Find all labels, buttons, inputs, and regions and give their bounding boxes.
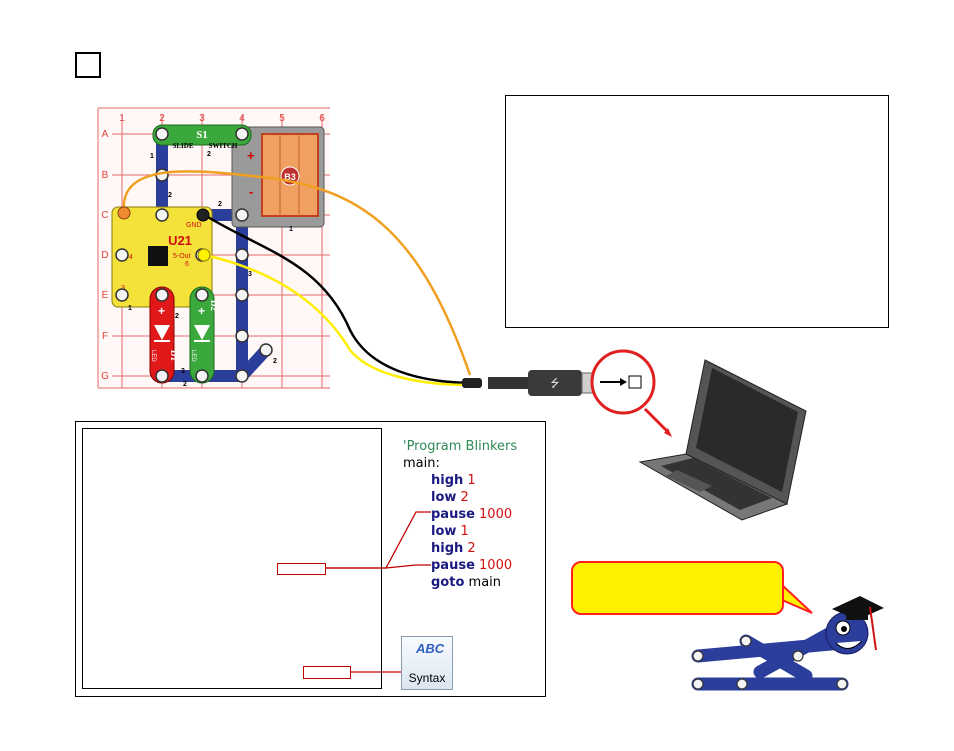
snap-number: 2: [168, 192, 172, 199]
switch-title: S1: [196, 129, 208, 141]
usb-port-magnifier: [590, 349, 672, 437]
grid-col-label: 4: [239, 113, 245, 124]
jumper-wires: [122, 170, 472, 387]
led-d1: + D1 LED: [149, 286, 179, 384]
code-line: low 2: [431, 490, 469, 505]
snap-number: 3: [248, 271, 252, 278]
pause-callout-box: [277, 563, 326, 575]
snap-number: 2: [218, 201, 222, 208]
callout-lines: [326, 511, 431, 673]
module-pin-4: 4: [129, 254, 133, 261]
snap-number: 2: [207, 151, 211, 158]
switch-label-right: SWITCH: [209, 142, 238, 150]
grid-row-label: C: [101, 210, 108, 221]
code-line: low 1: [431, 524, 469, 539]
battery-b3: B3 + -: [231, 126, 325, 228]
module-u21: U21 GND 5-Out 4 3 6: [111, 206, 213, 308]
led2-caption: LED: [190, 350, 196, 362]
instruction-text-panel: [505, 95, 889, 328]
snap-number: 2: [175, 313, 179, 320]
snap-number: 1: [128, 305, 132, 312]
code-listing: 'Program Blinkers main: high 1 low 2 pau…: [403, 438, 517, 591]
snap-number: 2: [273, 358, 277, 365]
grid-row-label: E: [102, 290, 109, 301]
laptop-illustration: [638, 359, 807, 521]
snap-number: 1: [289, 226, 293, 233]
code-line: pause 1000: [431, 558, 513, 573]
grid-row-label: B: [102, 170, 109, 181]
callout-tail: [781, 582, 813, 614]
led2-label: D2: [209, 300, 219, 311]
grid-row-label: A: [102, 129, 109, 140]
code-description-area: [82, 428, 382, 689]
grid-row-label: F: [102, 331, 108, 342]
svg-text:-: -: [249, 184, 253, 199]
grid-col-label: 6: [319, 113, 325, 124]
grid-col-label: 3: [199, 113, 205, 124]
switch-label-left: SLIDE: [172, 142, 193, 150]
svg-text:+: +: [198, 304, 205, 318]
grid-row-label: D: [101, 250, 108, 261]
mascot-illustration: [691, 596, 884, 691]
code-line: goto main: [431, 575, 502, 590]
module-pin-out: 5-Out: [173, 253, 191, 260]
code-line: high 2: [431, 541, 476, 556]
syntax-callout-box: [303, 666, 351, 679]
grid-col-label: 5: [279, 113, 285, 124]
grid-row-label: G: [101, 371, 109, 382]
led1-label: D1: [169, 350, 179, 361]
svg-text:+: +: [247, 148, 255, 163]
module-pin-gnd: GND: [186, 222, 202, 229]
usb-symbol-icon: ⭍: [550, 377, 559, 390]
code-panel: [75, 421, 546, 697]
syntax-button[interactable]: ABC Syntax: [401, 636, 453, 690]
snap-number: 2: [183, 381, 187, 388]
module-label: U21: [168, 233, 192, 248]
svg-text:+: +: [158, 304, 165, 318]
code-comment: 'Program Blinkers: [403, 439, 518, 454]
syntax-button-label: Syntax: [408, 671, 446, 685]
usb-cable: ⭍: [462, 370, 605, 396]
snap-connectors: [115, 127, 273, 383]
code-label: main:: [403, 456, 440, 471]
step-number-box: [75, 52, 101, 78]
module-pin-6: 6: [185, 261, 189, 268]
grid-col-label: 1: [119, 113, 125, 124]
slide-switch-s1: S1 SLIDE SWITCH: [152, 124, 252, 150]
snap-number: 1: [150, 153, 154, 160]
mascot-speech-callout: [571, 561, 784, 615]
snap-number: 3: [181, 368, 185, 375]
led-d2: + D2 LED: [189, 286, 219, 384]
led1-caption: LED: [150, 350, 156, 362]
code-line: high 1: [431, 473, 476, 488]
battery-label: B3: [284, 172, 296, 182]
code-line: pause 1000: [431, 507, 513, 522]
abc-check-icon: ABC: [416, 641, 445, 656]
grid-col-label: 2: [159, 113, 165, 124]
